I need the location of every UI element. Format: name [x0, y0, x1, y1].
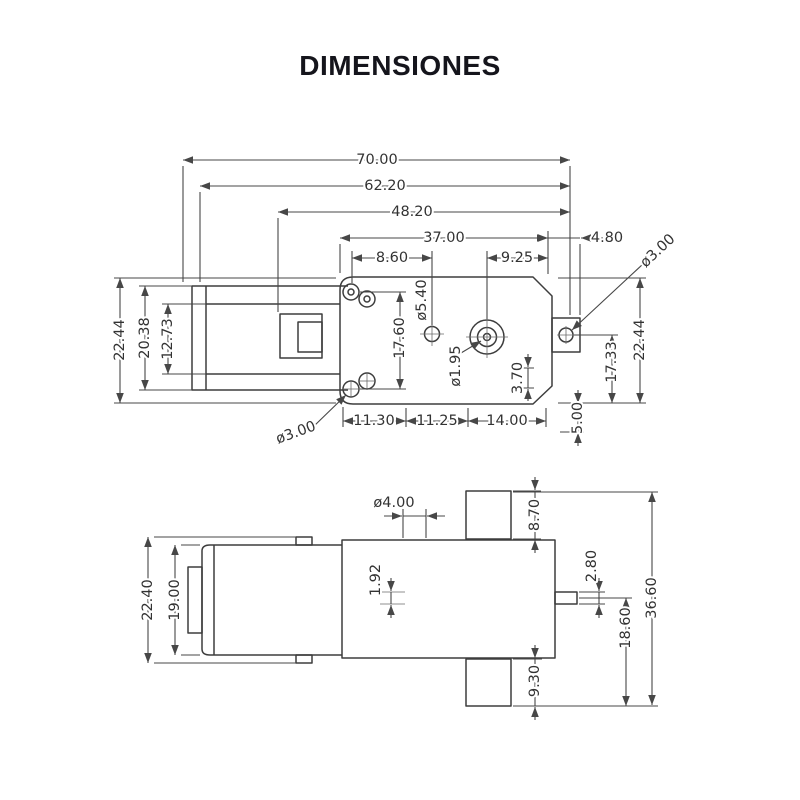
motor-endcap-side [187, 566, 203, 634]
clip-tab-bottom [295, 654, 313, 664]
dim-body-height: 20.38 [137, 317, 153, 359]
dim-tab-drop: 5.00 [570, 402, 586, 434]
dim-pitch-1: 11.30 [353, 413, 395, 429]
side-view-dimensions [144, 477, 658, 720]
top-view-part [191, 276, 581, 405]
dim-height-right: 22.44 [632, 319, 648, 361]
motor-body [191, 285, 348, 391]
dim-bottom-lug-height: 9.30 [527, 665, 543, 697]
dim-tab-length: 4.80 [591, 230, 623, 246]
clip-tab-top [295, 536, 313, 546]
center-hole [420, 322, 444, 346]
dim-gearbox-length: 37.00 [423, 230, 465, 246]
dim-height-left: 22.44 [112, 319, 128, 361]
page-title: DIMENSIONES [299, 50, 501, 81]
dim-tab-hole-dia: ø3.00 [637, 231, 678, 271]
motor-body-side [201, 544, 342, 656]
dim-body-height-side: 19.00 [167, 579, 183, 621]
leader-pin [460, 340, 482, 354]
dim-body-length: 62.20 [364, 178, 406, 194]
dim-tab-hole-drop: 17.33 [604, 341, 620, 383]
top-lug [465, 490, 512, 540]
dim-shaft-to-edge: 9.25 [501, 250, 533, 266]
dim-total-length: 70.00 [356, 152, 398, 168]
top-view: 70.00 62.20 48.20 37.00 4.80 8.60 9.25 ø… [110, 150, 681, 450]
dim-front-length: 48.20 [391, 204, 433, 220]
top-view-dimensions [114, 156, 646, 446]
dim-center-hole-dia: ø5.40 [414, 279, 430, 320]
dim-hole-row-spacing: 17.60 [392, 317, 408, 359]
mounting-holes-bottom [342, 372, 376, 398]
bottom-lug [465, 658, 512, 707]
dim-pitch-3: 14.00 [486, 413, 528, 429]
leader-tab-hole [571, 263, 644, 331]
gearbox-housing [339, 276, 553, 405]
dim-pitch-2: 11.25 [416, 413, 458, 429]
side-view-labels: ø4.00 8.70 2.80 1.92 22.40 19.00 18.60 3… [138, 493, 662, 699]
side-view-part [187, 490, 578, 707]
gearbox-side [341, 539, 556, 659]
output-shaft [554, 591, 578, 605]
dim-shaft-to-base: 18.60 [618, 607, 634, 649]
dim-shaft-dia: ø4.00 [373, 495, 414, 511]
dim-hole-inset: 8.60 [376, 250, 408, 266]
dim-total-height: 36.60 [644, 577, 660, 619]
dim-mount-hole-dia: ø3.00 [274, 418, 318, 447]
leader-mount-hole [312, 394, 347, 428]
dim-shaft-flat: 2.80 [584, 550, 600, 582]
dim-flat-height: 12.73 [160, 318, 176, 360]
dim-shaft-offset: 3.70 [510, 362, 526, 394]
dim-pin-dia: ø1.95 [448, 345, 464, 386]
dim-motor-height: 22.40 [140, 579, 156, 621]
mounting-holes-top [342, 283, 376, 308]
dim-top-lug-height: 8.70 [527, 499, 543, 531]
output-gear [466, 316, 508, 358]
side-view: ø4.00 8.70 2.80 1.92 22.40 19.00 18.60 3… [138, 477, 662, 720]
dim-pinion-width: 1.92 [368, 564, 384, 596]
